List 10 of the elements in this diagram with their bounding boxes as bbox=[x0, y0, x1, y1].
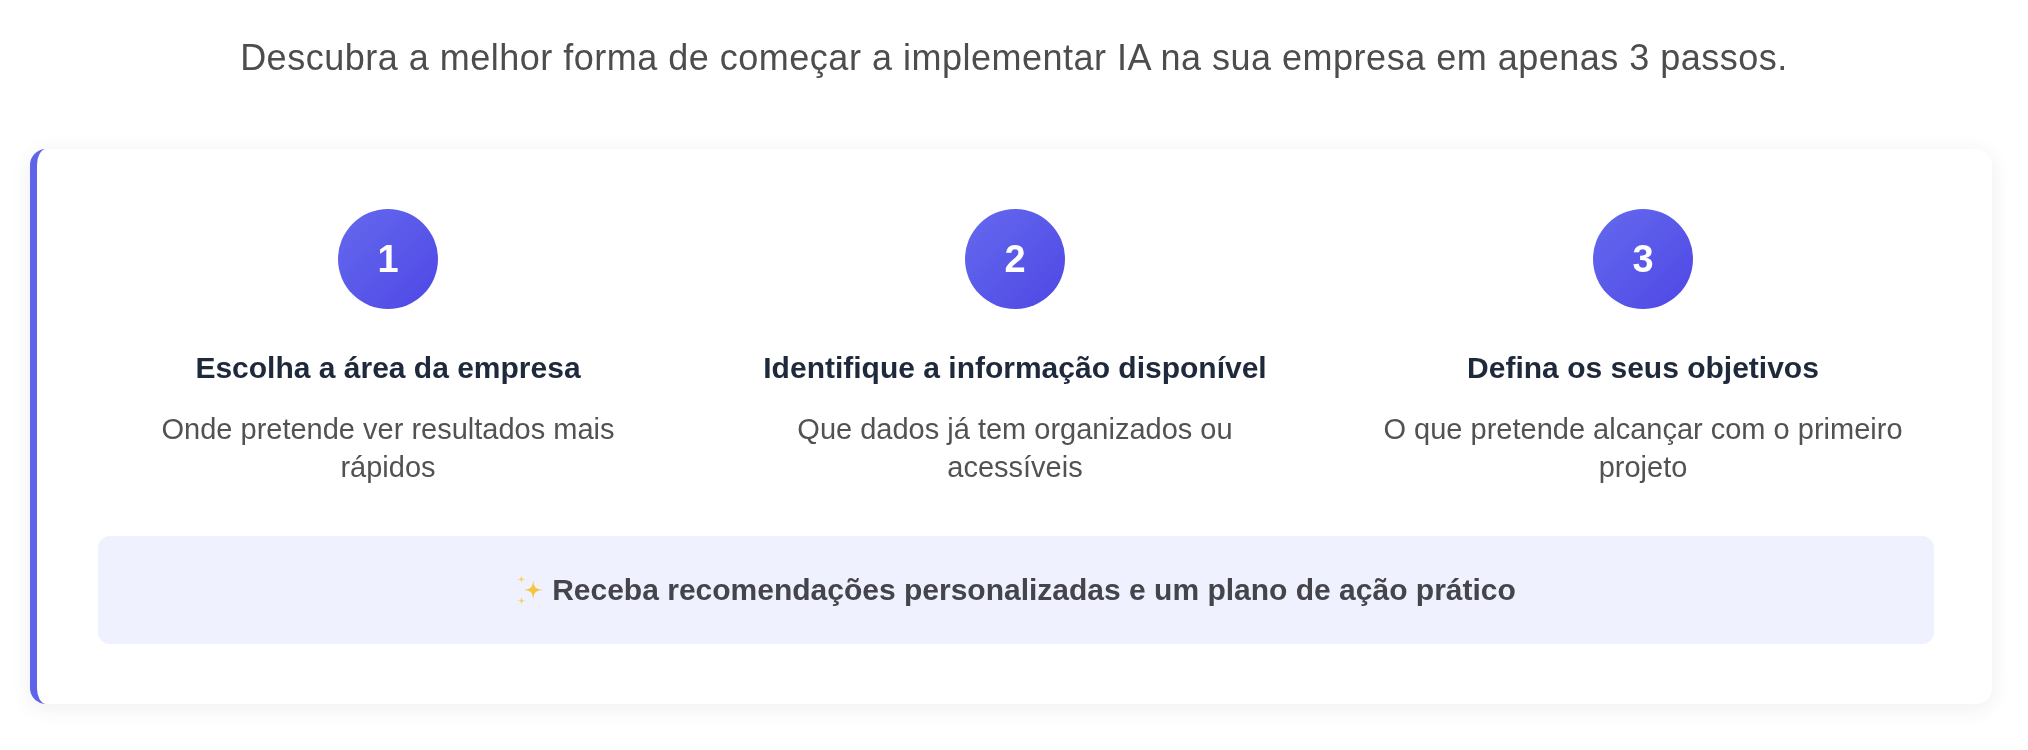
step-title: Escolha a área da empresa bbox=[195, 350, 581, 386]
step-title: Defina os seus objetivos bbox=[1467, 350, 1819, 386]
intro-heading: Descubra a melhor forma de começar a implementar IA na sua empresa em apenas 3 passos. bbox=[240, 36, 1788, 80]
banner-text: Receba recomendações personalizadas e um plano de ação prático bbox=[552, 572, 1516, 608]
step-description: O que pretende alcançar com o primeiro projeto bbox=[1382, 412, 1904, 485]
step-description: Onde pretende ver resultados mais rápidos bbox=[160, 412, 616, 485]
step-description: Que dados já tem organizados ou acessíveis bbox=[796, 412, 1234, 485]
step-title: Identifique a informação disponível bbox=[763, 350, 1267, 386]
steps-card bbox=[30, 149, 1992, 704]
recommendation-banner bbox=[98, 536, 1934, 644]
